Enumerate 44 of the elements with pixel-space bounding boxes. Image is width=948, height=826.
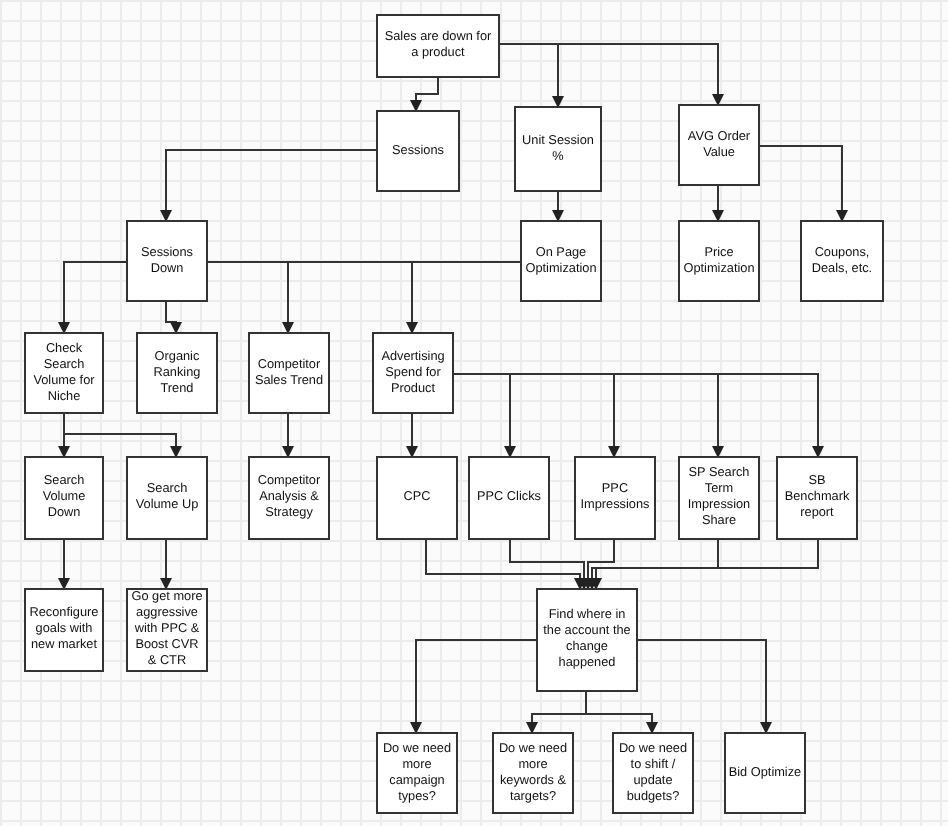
process-box — [24, 456, 104, 540]
arrow — [410, 639, 537, 734]
process-box — [376, 110, 460, 192]
arrow — [586, 539, 719, 590]
process-box — [678, 104, 760, 186]
process-box — [536, 588, 638, 692]
arrow — [499, 43, 724, 106]
process-box — [520, 220, 602, 302]
arrow — [552, 191, 564, 222]
process-box — [468, 456, 550, 540]
arrow — [160, 539, 172, 590]
arrow — [63, 413, 182, 458]
process-box — [376, 14, 500, 78]
process-box — [372, 332, 454, 414]
process-box — [514, 106, 602, 192]
process-box — [376, 456, 458, 540]
arrow — [160, 149, 377, 222]
process-box — [724, 732, 806, 814]
arrow — [425, 539, 586, 590]
arrow — [406, 413, 418, 458]
arrow — [712, 185, 724, 222]
process-box — [136, 332, 218, 414]
process-box — [126, 220, 208, 302]
process-box — [24, 588, 104, 672]
arrow — [637, 639, 772, 734]
process-box — [248, 456, 330, 540]
process-box — [126, 456, 208, 540]
arrow — [759, 145, 848, 222]
arrow — [453, 373, 824, 458]
process-box — [678, 220, 760, 302]
arrow — [582, 539, 615, 590]
arrow — [590, 539, 819, 590]
process-box — [574, 456, 656, 540]
process-box — [800, 220, 884, 302]
arrow — [58, 261, 127, 334]
arrow — [585, 691, 658, 734]
arrow — [282, 413, 294, 458]
arrow — [410, 77, 439, 112]
arrow — [165, 301, 182, 334]
arrow — [509, 539, 590, 590]
process-box — [776, 456, 858, 540]
process-box — [248, 332, 330, 414]
connector-line — [207, 261, 521, 263]
arrow — [58, 539, 70, 590]
